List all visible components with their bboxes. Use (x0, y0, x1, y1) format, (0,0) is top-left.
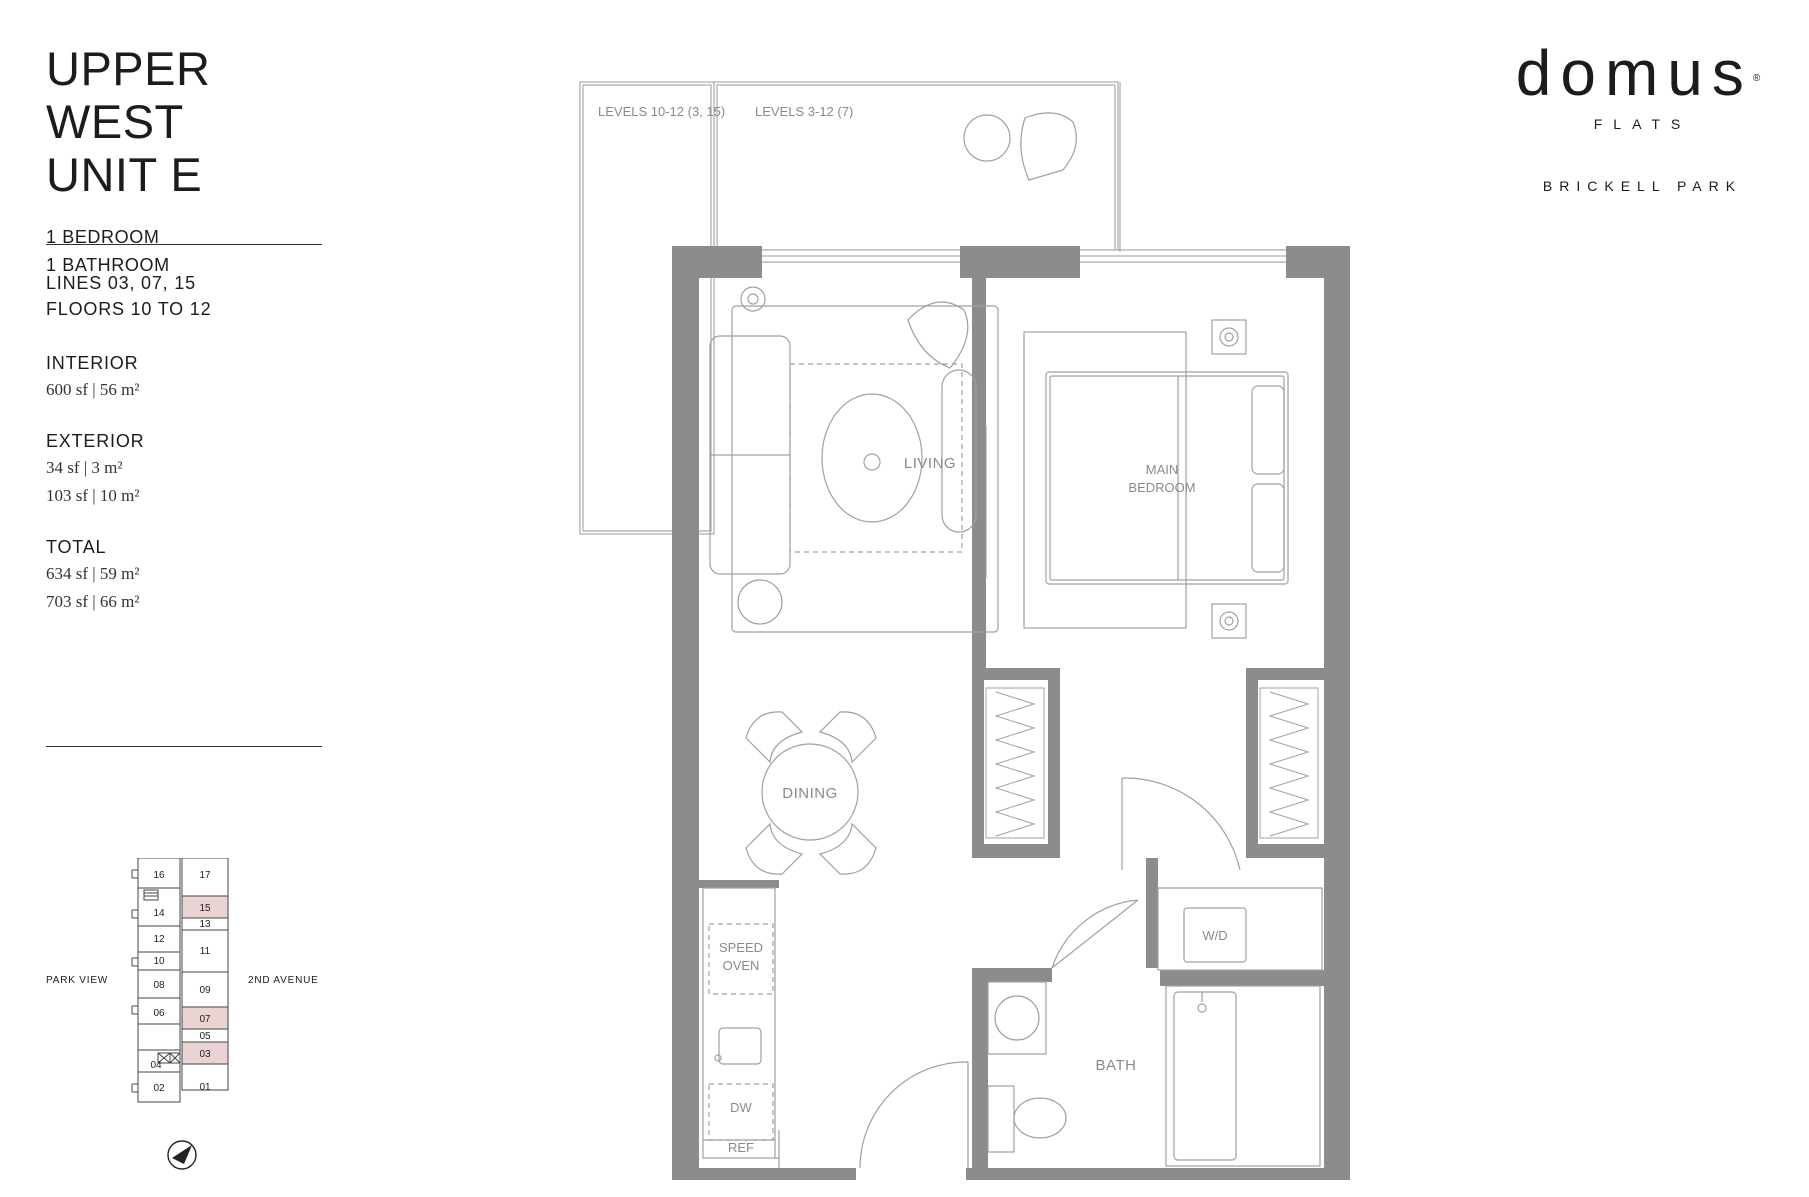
washer-dryer-label: W/D (1202, 928, 1227, 943)
bedroom-label-line2: BEDROOM (1128, 480, 1195, 495)
balcony-furniture (963, 112, 1077, 181)
key-plan-unit-09: 09 (199, 985, 211, 996)
logo-subtitle: FLATS (1593, 116, 1692, 132)
north-arrow-icon (167, 1140, 197, 1170)
divider-top (46, 244, 322, 245)
interior-value: 600 sf | 56 m² (46, 380, 140, 399)
key-plan: PARK VIEW 2ND AVENUE (46, 858, 336, 1176)
key-plan-unit-15: 15 (199, 903, 211, 914)
balcony-label-a: LEVELS 10-12 (3, 15) (598, 104, 725, 119)
bath-door (1051, 899, 1139, 969)
exterior-label: EXTERIOR (46, 431, 145, 451)
speed-oven-line2: OVEN (723, 958, 760, 973)
dishwasher-label: DW (730, 1100, 752, 1115)
bathroom-count: 1 BATHROOM (46, 255, 170, 275)
living-furniture (709, 286, 999, 633)
walls (672, 246, 1350, 1180)
dining-label: DINING (782, 785, 838, 802)
key-plan-unit-11: 11 (200, 946, 211, 957)
key-plan-unit-10: 10 (153, 956, 165, 967)
divider-bottom (46, 746, 322, 747)
logo-wordmark: domus® (1510, 38, 1775, 108)
laundry (1157, 887, 1323, 971)
key-plan-unit-16: 16 (153, 870, 165, 881)
interior-label: INTERIOR (46, 353, 139, 373)
key-plan-unit-12: 12 (153, 934, 165, 945)
key-plan-diagram: 16 17 15 14 13 12 11 10 08 09 06 07 05 0… (131, 858, 229, 1170)
balcony-label-b: LEVELS 3-12 (7) (755, 104, 853, 119)
key-plan-unit-01: 01 (199, 1082, 211, 1093)
bedroom-furniture (1023, 319, 1289, 639)
entry-door (859, 1061, 969, 1169)
key-plan-right-column (181, 858, 229, 1091)
unit-info-panel: UPPER WEST UNIT E 1 BEDROOM 1 BATHROOM (46, 42, 336, 279)
key-plan-unit-17: 17 (199, 870, 211, 881)
floor-plan: LEVELS 10-12 (3, 15) LEVELS 3-12 (7) (579, 81, 1350, 1180)
interior-area: INTERIOR 600 sf | 56 m² (46, 350, 336, 404)
unit-lines-panel: LINES 03, 07, 15 FLOORS 10 TO 12 INTERIO… (46, 270, 336, 616)
key-plan-unit-04: 04 (150, 1060, 162, 1071)
unit-title-line2: UNIT E (46, 148, 203, 201)
dining-table (745, 711, 877, 875)
bath-label: BATH (1096, 1057, 1137, 1074)
domus-logo: domus® FLATS BRICKELL PARK (1510, 38, 1775, 194)
unit-lines: LINES 03, 07, 15 (46, 273, 196, 293)
bedroom-door (1121, 777, 1241, 871)
bath-fixtures (987, 981, 1321, 1167)
total-value-2: 703 sf | 66 m² (46, 592, 140, 611)
bedroom-label-line1: MAIN (1146, 462, 1179, 477)
park-view-label: PARK VIEW (46, 975, 109, 986)
room-counts: 1 BEDROOM 1 BATHROOM (46, 223, 336, 279)
kitchen (702, 887, 780, 1168)
total-value-1: 634 sf | 59 m² (46, 564, 140, 583)
unit-title-line1: UPPER WEST (46, 42, 211, 148)
bedroom-count: 1 BEDROOM (46, 227, 160, 247)
closets (985, 687, 1319, 839)
key-plan-unit-02: 02 (153, 1083, 165, 1094)
key-plan-unit-06: 06 (153, 1008, 165, 1019)
key-plan-unit-13: 13 (199, 919, 211, 930)
exterior-value-2: 103 sf | 10 m² (46, 486, 140, 505)
unit-title: UPPER WEST UNIT E (46, 42, 336, 201)
key-plan-unit-08: 08 (153, 980, 165, 991)
refrigerator-label-visible: REF (728, 1140, 754, 1155)
unit-floors: FLOORS 10 TO 12 (46, 299, 212, 319)
balcony (579, 81, 1121, 535)
total-area: TOTAL 634 sf | 59 m² 703 sf | 66 m² (46, 534, 336, 616)
living-label: LIVING (904, 455, 956, 472)
exterior-value-1: 34 sf | 3 m² (46, 458, 123, 477)
exterior-area: EXTERIOR 34 sf | 3 m² 103 sf | 10 m² (46, 428, 336, 510)
windows (762, 249, 1286, 263)
second-avenue-label: 2ND AVENUE (248, 975, 319, 986)
logo-registered-mark: ® (1752, 73, 1770, 84)
location-label: BRICKELL PARK (1542, 178, 1743, 194)
key-plan-unit-03: 03 (199, 1049, 211, 1060)
logo-word: domus (1515, 37, 1753, 109)
key-plan-left-column (137, 858, 181, 1103)
key-plan-unit-07: 07 (199, 1014, 211, 1025)
speed-oven-line1: SPEED (719, 940, 763, 955)
key-plan-unit-05: 05 (199, 1031, 211, 1042)
total-label: TOTAL (46, 537, 107, 557)
key-plan-unit-14: 14 (153, 908, 165, 919)
